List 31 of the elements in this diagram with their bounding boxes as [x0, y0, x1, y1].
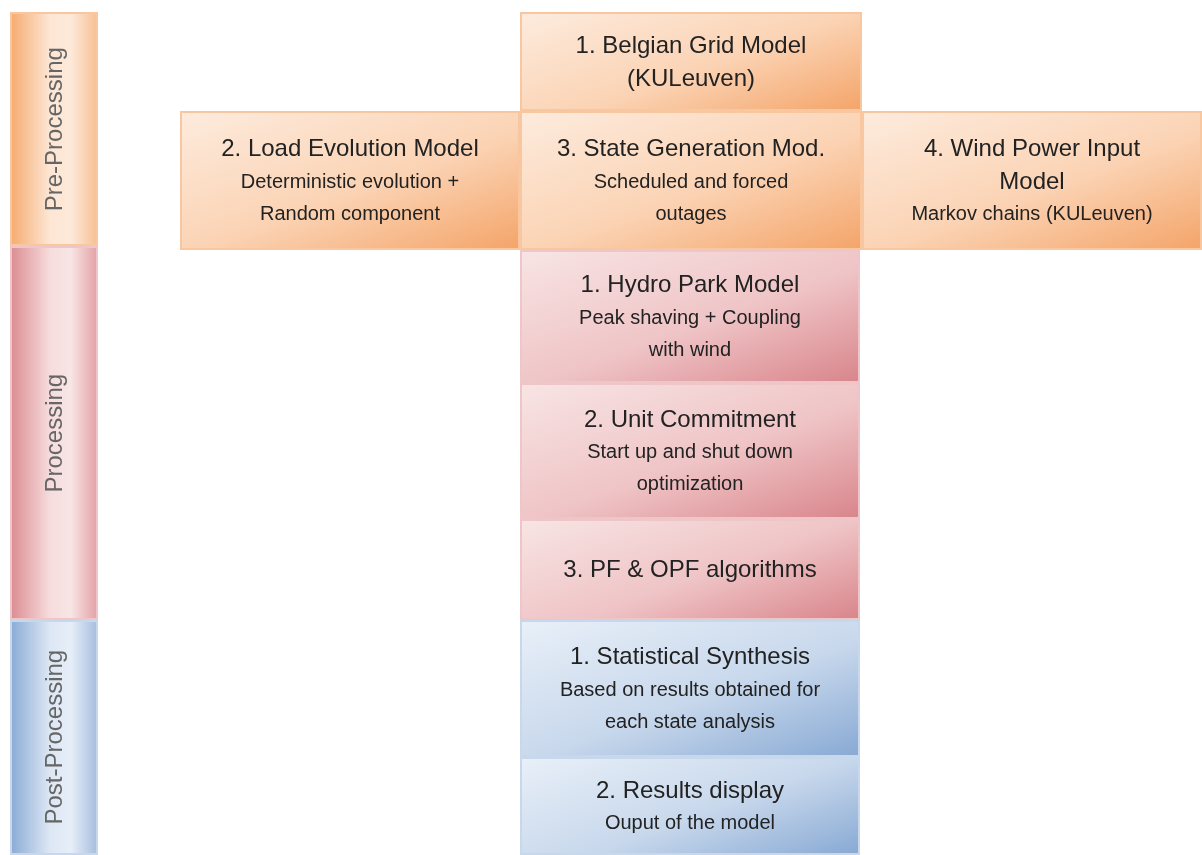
box-title: 2. Results display	[595, 774, 785, 805]
process-box	[520, 383, 860, 519]
stage-band	[10, 246, 98, 620]
stage-band	[10, 12, 98, 246]
stage-band	[10, 620, 98, 855]
box-title: 3. State Generation Mod.	[556, 133, 826, 164]
process-box	[520, 519, 860, 620]
process-box	[520, 620, 860, 757]
process-box	[520, 111, 862, 250]
process-box	[180, 111, 520, 250]
process-box	[520, 757, 860, 855]
process-box	[520, 12, 862, 111]
box-title: 3. PF & OPF algorithms	[563, 554, 817, 585]
box-title: 1. Belgian Grid Model (KULeuven)	[574, 30, 808, 93]
box-description: Based on results obtained for each state analysis	[558, 676, 822, 734]
stage-label: Processing	[38, 373, 68, 493]
box-title: 1. Hydro Park Model	[580, 269, 800, 300]
box-description: Markov chains (KULeuven)	[911, 200, 1153, 226]
box-description: Deterministic evolution + Random component	[239, 168, 461, 226]
box-title: 2. Load Evolution Model	[221, 133, 479, 164]
box-title: 1. Statistical Synthesis	[569, 641, 811, 672]
box-description: Peak shaving + Coupling with wind	[578, 304, 802, 362]
box-title: 4. Wind Power Input Model	[922, 133, 1142, 196]
box-title: 2. Unit Commitment	[583, 403, 797, 434]
box-description: Start up and shut down optimization	[586, 439, 794, 497]
stage-label: Pre-Processing	[38, 46, 68, 211]
process-box	[520, 250, 860, 383]
stage-label: Post-Processing	[38, 650, 68, 825]
box-description: Ouput of the model	[604, 810, 776, 836]
box-description: Scheduled and forced outages	[592, 168, 790, 226]
process-box	[862, 111, 1202, 250]
